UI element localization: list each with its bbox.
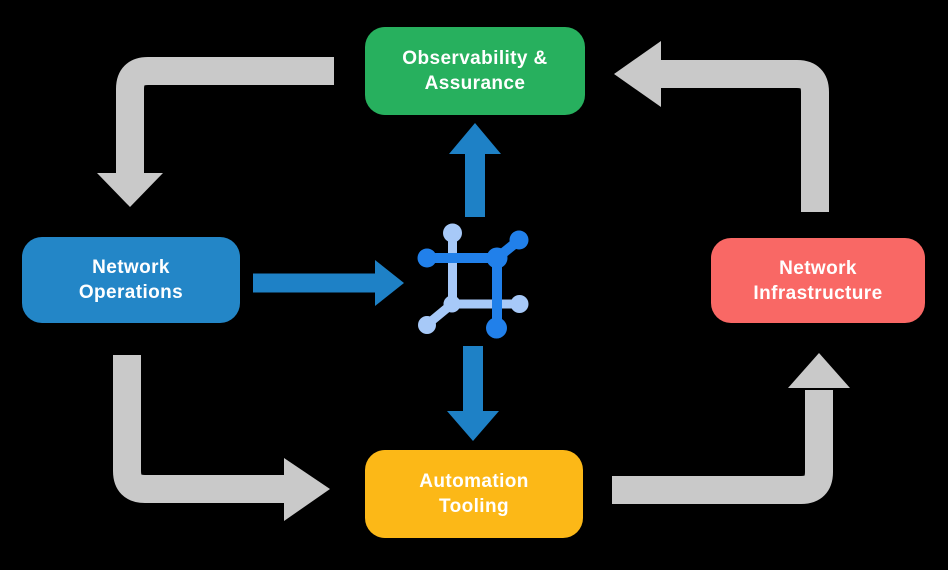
node-network-operations: Network Operations bbox=[22, 237, 240, 323]
arrowhead-down bbox=[447, 411, 499, 441]
arrowhead-right bbox=[375, 260, 404, 306]
arrow-operations-to-center bbox=[253, 260, 404, 306]
arrow-elbow bbox=[113, 355, 286, 503]
network-icon-dark-parts bbox=[417, 230, 529, 339]
connected-network-icon bbox=[417, 223, 529, 339]
arrowhead-down bbox=[97, 173, 163, 207]
arrowhead-right bbox=[284, 458, 330, 521]
arrowhead-left bbox=[614, 41, 661, 107]
node-label: Observability & Assurance bbox=[402, 48, 548, 94]
arrow-infrastructure-to-observability bbox=[614, 41, 829, 212]
arrowhead-up bbox=[449, 123, 501, 154]
node-automation-tooling: Automation Tooling bbox=[365, 450, 583, 538]
arrow-elbow bbox=[612, 390, 833, 504]
arrow-center-to-tooling bbox=[447, 346, 499, 441]
network-icon-light-parts bbox=[418, 223, 529, 334]
arrow-center-to-observability bbox=[449, 123, 501, 217]
arrowhead-up bbox=[788, 353, 850, 388]
arrow-operations-to-tooling bbox=[113, 355, 330, 521]
node-label: Network Operations bbox=[78, 257, 184, 303]
node-network-infrastructure: Network Infrastructure bbox=[711, 238, 925, 323]
node-observability-assurance: Observability & Assurance bbox=[365, 27, 585, 115]
arrow-elbow bbox=[116, 57, 334, 175]
node-label: Automation Tooling bbox=[419, 471, 529, 517]
arrow-elbow bbox=[659, 60, 829, 212]
arrow-tooling-to-infrastructure bbox=[612, 353, 850, 504]
node-label: Network Infrastructure bbox=[753, 257, 883, 304]
arrow-observability-to-operations bbox=[97, 57, 334, 207]
